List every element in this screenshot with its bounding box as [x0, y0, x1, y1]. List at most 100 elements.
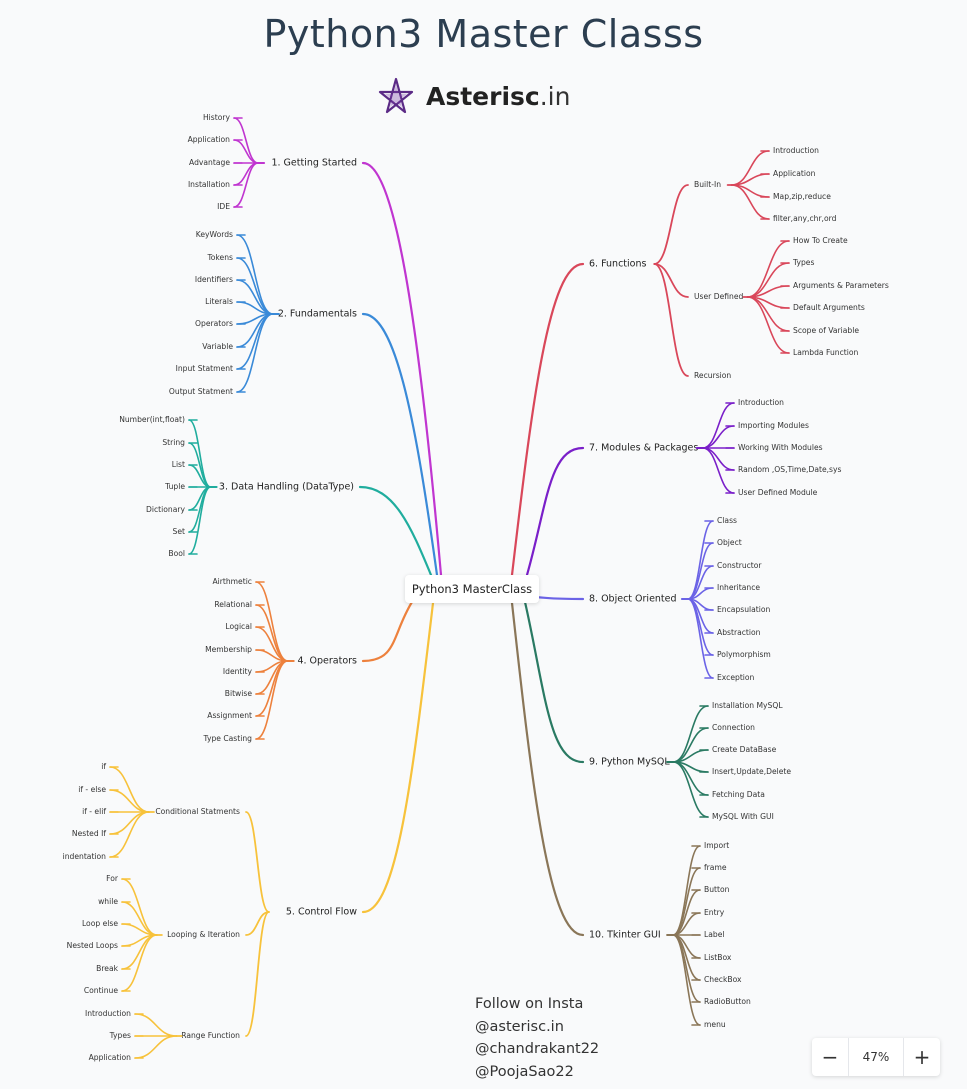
leaf-node[interactable]: if - elif	[82, 807, 106, 816]
leaf-node[interactable]: For	[106, 874, 119, 883]
root-node[interactable]: Python3 MasterClass	[405, 575, 539, 603]
leaf-node[interactable]: filter,any,chr,ord	[773, 214, 837, 223]
sub-branch-node[interactable]: Looping & Iteration	[167, 930, 240, 939]
leaf-node[interactable]: Fetching Data	[712, 790, 765, 799]
leaf-node[interactable]: Identifiers	[195, 275, 233, 284]
leaf-node[interactable]: Arguments & Parameters	[793, 281, 889, 290]
leaf-node[interactable]: indentation	[63, 852, 107, 861]
branch-node[interactable]: 2. Fundamentals	[278, 309, 357, 320]
sub-branch-node[interactable]: User Defined	[694, 292, 744, 301]
leaf-node[interactable]: How To Create	[793, 236, 848, 245]
leaf-node[interactable]: Random ,OS,Time,Date,sys	[738, 465, 841, 474]
leaf-node[interactable]: Application	[89, 1053, 132, 1062]
leaf-node[interactable]: if - else	[78, 785, 106, 794]
sub-branch-node[interactable]: Conditional Statments	[155, 807, 240, 816]
leaf-node[interactable]: Application	[188, 135, 231, 144]
leaf-node[interactable]: String	[162, 438, 185, 447]
leaf-node[interactable]: Connection	[712, 723, 755, 732]
leaf-node[interactable]: Assignment	[207, 711, 252, 720]
leaf-node[interactable]: Constructor	[717, 561, 762, 570]
zoom-out-button[interactable]: −	[821, 1045, 839, 1069]
leaf-node[interactable]: Installation	[188, 180, 230, 189]
leaf-node[interactable]: Application	[773, 169, 816, 178]
leaf-node[interactable]: Type Casting	[203, 734, 253, 743]
leaf-node[interactable]: Membership	[205, 645, 252, 654]
leaf-node[interactable]: Continue	[84, 986, 118, 995]
leaf-node[interactable]: Types	[109, 1031, 131, 1040]
leaf-node[interactable]: Abstraction	[717, 628, 761, 637]
leaf-node[interactable]: CheckBox	[704, 975, 742, 984]
leaf-node[interactable]: frame	[704, 863, 727, 872]
branch-node[interactable]: 4. Operators	[297, 656, 357, 667]
leaf-node[interactable]: Nested Loops	[67, 941, 118, 950]
leaf-node[interactable]: Working With Modules	[738, 443, 823, 452]
branch-node[interactable]: 5. Control Flow	[286, 907, 357, 918]
leaf-node[interactable]: KeyWords	[196, 230, 233, 239]
footer-line: Follow on Insta	[475, 996, 584, 1012]
sub-branch-node[interactable]: Recursion	[694, 371, 731, 380]
leaf-node[interactable]: Relational	[214, 600, 252, 609]
leaf-node[interactable]: Map,zip,reduce	[773, 192, 831, 201]
branch-node[interactable]: 7. Modules & Packages	[589, 443, 698, 454]
leaf-node[interactable]: Default Arguments	[793, 303, 865, 312]
leaf-node[interactable]: Number(int,float)	[119, 415, 185, 424]
leaf-node[interactable]: Introduction	[85, 1009, 131, 1018]
leaf-node[interactable]: Introduction	[738, 398, 784, 407]
leaf-node[interactable]: Variable	[202, 342, 233, 351]
leaf-node[interactable]: Polymorphism	[717, 650, 771, 659]
leaf-node[interactable]: Advantage	[189, 158, 230, 167]
branch-node[interactable]: 3. Data Handling (DataType)	[219, 482, 354, 493]
leaf-node[interactable]: menu	[704, 1020, 726, 1029]
leaf-node[interactable]: Logical	[225, 622, 252, 631]
leaf-node[interactable]: Lambda Function	[793, 348, 858, 357]
leaf-node[interactable]: Class	[717, 516, 737, 525]
leaf-node[interactable]: Introduction	[773, 146, 819, 155]
branch-node[interactable]: 10. Tkinter GUI	[589, 930, 661, 941]
leaf-node[interactable]: Import	[704, 841, 729, 850]
sub-branch-node[interactable]: Range Function	[181, 1031, 240, 1040]
leaf-node[interactable]: RadioButton	[704, 997, 751, 1006]
leaf-node[interactable]: Label	[704, 930, 725, 939]
leaf-node[interactable]: Encapsulation	[717, 605, 771, 614]
leaf-node[interactable]: Create DataBase	[712, 745, 777, 754]
leaf-node[interactable]: Entry	[704, 908, 725, 917]
leaf-node[interactable]: Set	[173, 527, 185, 536]
leaf-node[interactable]: Exception	[717, 673, 755, 682]
leaf-node[interactable]: List	[172, 460, 185, 469]
leaf-node[interactable]: Nested If	[72, 829, 106, 838]
leaf-node[interactable]: Airthmetic	[212, 577, 252, 586]
leaf-node[interactable]: Output Statment	[169, 387, 233, 396]
leaf-node[interactable]: Bitwise	[225, 689, 253, 698]
leaf-node[interactable]: if	[101, 762, 106, 771]
leaf-node[interactable]: Tokens	[206, 253, 233, 262]
leaf-node[interactable]: Break	[96, 964, 118, 973]
leaf-node[interactable]: Tuple	[164, 482, 185, 491]
sub-branch-node[interactable]: Built-In	[694, 180, 721, 189]
leaf-node[interactable]: while	[98, 897, 118, 906]
leaf-node[interactable]: Button	[704, 885, 730, 894]
leaf-node[interactable]: Bool	[168, 549, 185, 558]
leaf-node[interactable]: Dictionary	[146, 505, 185, 514]
zoom-in-button[interactable]: +	[913, 1045, 931, 1069]
branch-node[interactable]: 6. Functions	[589, 259, 646, 270]
leaf-node[interactable]: Insert,Update,Delete	[712, 767, 791, 776]
leaf-node[interactable]: Types	[792, 258, 814, 267]
leaf-node[interactable]: IDE	[217, 202, 230, 211]
leaf-node[interactable]: User Defined Module	[738, 488, 818, 497]
leaf-node[interactable]: History	[203, 113, 231, 122]
leaf-node[interactable]: Operators	[195, 319, 233, 328]
leaf-node[interactable]: Object	[717, 538, 742, 547]
branch-node[interactable]: 1. Getting Started	[271, 158, 357, 169]
leaf-node[interactable]: Scope of Variable	[793, 326, 859, 335]
leaf-node[interactable]: Input Statment	[176, 364, 233, 373]
leaf-node[interactable]: ListBox	[704, 953, 732, 962]
branch-node[interactable]: 9. Python MySQL	[589, 757, 670, 768]
leaf-node[interactable]: Identity	[223, 667, 253, 676]
leaf-node[interactable]: Installation MySQL	[712, 701, 783, 710]
branch-node[interactable]: 8. Object Oriented	[589, 594, 677, 605]
leaf-node[interactable]: Literals	[205, 297, 233, 306]
leaf-node[interactable]: Inheritance	[717, 583, 760, 592]
leaf-node[interactable]: Importing Modules	[738, 421, 809, 430]
leaf-node[interactable]: Loop else	[82, 919, 118, 928]
leaf-node[interactable]: MySQL With GUI	[712, 812, 774, 821]
